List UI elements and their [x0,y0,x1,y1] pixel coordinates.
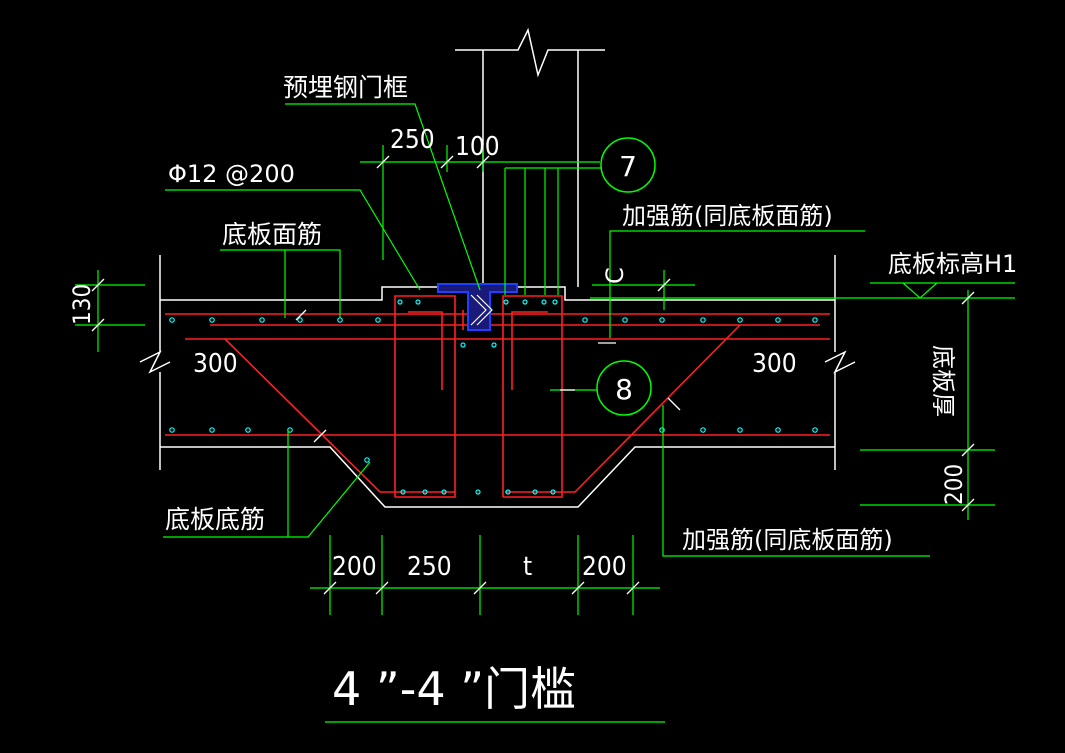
dim-right-200: 200 [940,464,968,505]
callout-8-number: 8 [615,373,633,406]
label-reinforce-top: 加强筋(同底板面筋) [622,202,833,230]
callout-8-circle [596,360,652,416]
embedded-steel-frame [437,283,518,331]
rebar-lines [165,295,830,498]
label-bottom-rebar: 底板底筋 [165,505,265,534]
label-cover-c: C [601,267,629,284]
dim-bottom-250: 250 [407,552,452,582]
dim-right-300: 300 [752,349,797,379]
callout-7-number: 7 [619,150,637,183]
dim-bottom-200-right: 200 [582,552,627,582]
dim-bottom-200-left: 200 [332,552,377,582]
dimension-ticks [91,155,975,595]
dim-left-130: 130 [68,284,96,325]
rebar-dots [169,299,818,495]
leader-lines [75,103,1015,723]
callout-circles [596,137,656,416]
label-embedded-frame: 预埋钢门框 [283,73,408,102]
dim-left-300: 300 [193,349,238,379]
label-slab-thickness: 底板厚 [929,345,957,417]
callout-7-circle [600,137,656,193]
dim-top-250: 250 [390,125,435,155]
label-rebar-spec: Φ12 @200 [168,160,295,188]
label-reinforce-bottom: 加强筋(同底板面筋) [682,526,893,554]
drawing-title: 4 ”-4 ”门槛 [332,662,576,716]
label-slab-elevation: 底板标高H1 [888,250,1017,278]
label-top-rebar: 底板面筋 [222,220,322,249]
dim-bottom-t: t [523,552,532,582]
dim-top-100: 100 [455,132,500,162]
